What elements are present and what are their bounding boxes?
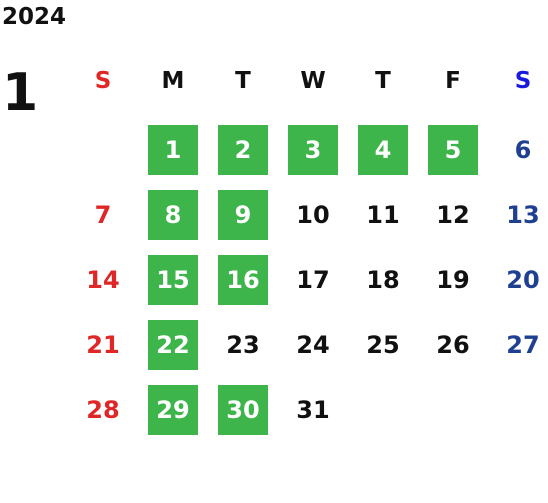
calendar-day[interactable]: 13: [506, 201, 540, 229]
calendar-day-highlighted[interactable]: 30: [218, 385, 268, 435]
calendar-month: 1: [2, 63, 39, 123]
weekday-header-friday: F: [445, 68, 461, 94]
calendar-day[interactable]: 28: [86, 396, 120, 424]
calendar-day-highlighted[interactable]: 3: [288, 125, 338, 175]
calendar-day[interactable]: 27: [506, 331, 540, 359]
calendar-day[interactable]: 7: [94, 201, 112, 229]
weekday-header-thursday: T: [375, 68, 391, 94]
calendar-day-highlighted[interactable]: 2: [218, 125, 268, 175]
calendar-day-highlighted[interactable]: 22: [148, 320, 198, 370]
calendar-day[interactable]: 19: [436, 266, 470, 294]
calendar-day[interactable]: 14: [86, 266, 120, 294]
calendar-day[interactable]: 11: [366, 201, 400, 229]
calendar-day[interactable]: 25: [366, 331, 400, 359]
weekday-header-sunday: S: [94, 68, 112, 94]
calendar-day-highlighted[interactable]: 4: [358, 125, 408, 175]
calendar-day-highlighted[interactable]: 1: [148, 125, 198, 175]
calendar-day-highlighted[interactable]: 16: [218, 255, 268, 305]
calendar-day-highlighted[interactable]: 9: [218, 190, 268, 240]
calendar-day[interactable]: 26: [436, 331, 470, 359]
weekday-header-wednesday: W: [300, 68, 326, 94]
calendar-day[interactable]: 23: [226, 331, 260, 359]
weekday-header-tuesday: T: [235, 68, 251, 94]
calendar-day[interactable]: 10: [296, 201, 330, 229]
calendar-day-highlighted[interactable]: 29: [148, 385, 198, 435]
calendar-year: 2024: [2, 4, 67, 30]
calendar-day[interactable]: 17: [296, 266, 330, 294]
weekday-header-monday: M: [161, 68, 185, 94]
calendar-day[interactable]: 12: [436, 201, 470, 229]
calendar-day[interactable]: 31: [296, 396, 330, 424]
calendar-day-highlighted[interactable]: 15: [148, 255, 198, 305]
calendar-day[interactable]: 24: [296, 331, 330, 359]
calendar-day-highlighted[interactable]: 5: [428, 125, 478, 175]
calendar-day[interactable]: 6: [514, 136, 532, 164]
weekday-header-saturday: S: [514, 68, 532, 94]
calendar-day[interactable]: 18: [366, 266, 400, 294]
calendar-day-highlighted[interactable]: 8: [148, 190, 198, 240]
calendar-day[interactable]: 21: [86, 331, 120, 359]
calendar-day[interactable]: 20: [506, 266, 540, 294]
